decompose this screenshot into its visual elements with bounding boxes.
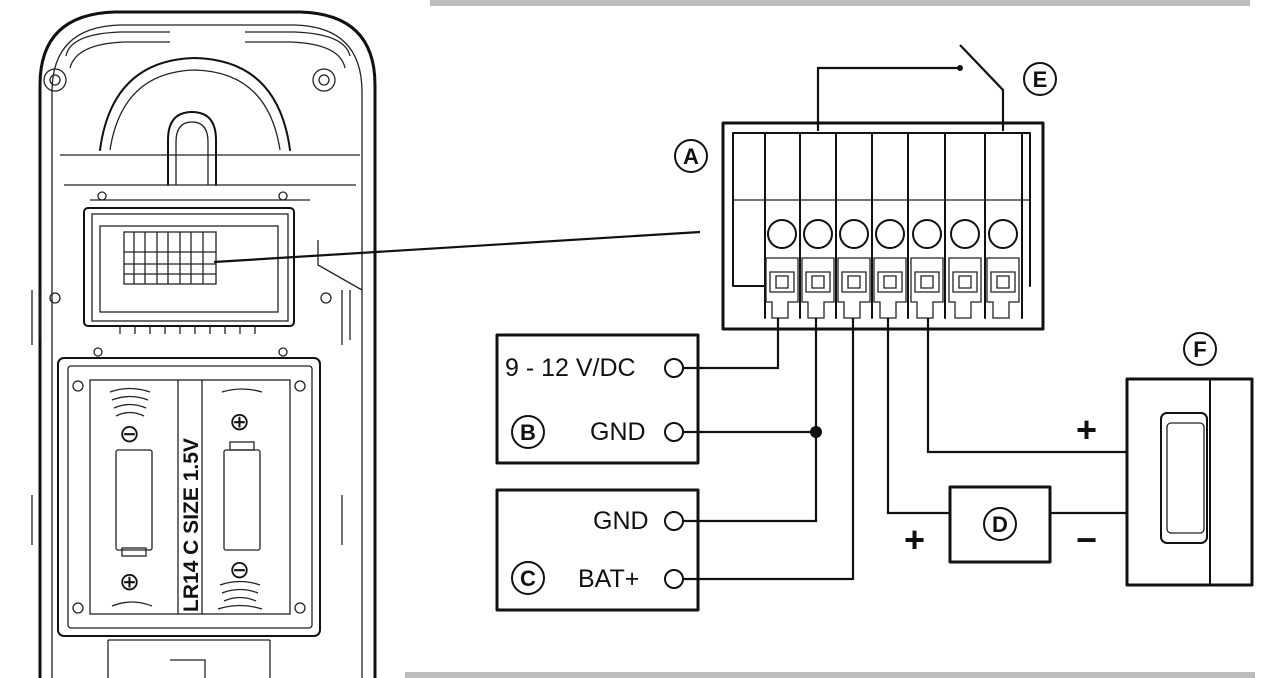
lock-plus-sign: + — [1076, 409, 1097, 450]
terminal-screw — [988, 219, 1018, 249]
device-back-panel: ⊖ ⊕ ⊕ ⊖ LR14 C SIZE 1.5V — [31, 10, 377, 678]
terminal-screw — [839, 219, 869, 249]
box-b-gnd-label: GND — [590, 418, 646, 446]
svg-text:D: D — [992, 512, 1008, 537]
terminal-clamp — [801, 257, 835, 319]
box-d-plus-sign: + — [904, 519, 925, 560]
wires — [683, 318, 1127, 581]
battery-minus-top-sign: ⊖ — [119, 420, 140, 448]
component-box-d: D + − — [904, 485, 1097, 564]
terminal-screw — [950, 219, 980, 249]
callout-c: C — [511, 561, 545, 595]
voltage-label: 9 - 12 V/DC — [505, 354, 636, 382]
battery-plus-top-sign: ⊕ — [229, 408, 250, 436]
switch-e — [816, 44, 1005, 131]
power-supply-box-b: 9 - 12 V/DC GND B — [495, 333, 700, 465]
battery-size-marking: LR14 C SIZE 1.5V — [180, 438, 203, 612]
mini-terminal-block — [123, 231, 217, 285]
battery-plus-bottom-sign: ⊕ — [119, 568, 140, 596]
svg-text:F: F — [1193, 337, 1206, 362]
callout-b: B — [511, 415, 545, 449]
box-c-gnd-label: GND — [593, 507, 649, 535]
terminal-screw — [803, 219, 833, 249]
cropped-text-bottom — [405, 672, 1255, 678]
terminal-clamp — [948, 257, 982, 319]
callout-e: E — [1023, 62, 1057, 96]
terminal-screw — [912, 219, 942, 249]
svg-text:E: E — [1033, 67, 1048, 92]
bat-plus-label: BAT+ — [578, 565, 639, 593]
terminal-screw — [875, 219, 905, 249]
svg-text:C: C — [520, 566, 536, 591]
terminal-screw — [767, 219, 797, 249]
svg-text:B: B — [520, 420, 536, 445]
svg-text:A: A — [683, 144, 699, 169]
terminal-clamp — [986, 257, 1020, 319]
callout-f: F — [1183, 332, 1217, 366]
terminal-clamp — [873, 257, 907, 319]
junction-dot — [810, 426, 822, 438]
leader-line — [213, 230, 701, 264]
lock-f: + — [1076, 377, 1254, 587]
battery-minus-bottom-sign: ⊖ — [229, 556, 250, 584]
battery-box-c: GND BAT+ C — [495, 488, 700, 612]
cropped-text-top — [430, 0, 1250, 6]
terminal-block-a — [721, 121, 1045, 331]
terminal-clamp — [765, 257, 799, 319]
box-d-minus-sign: − — [1076, 519, 1097, 560]
callout-a: A — [674, 139, 708, 173]
terminal-clamp — [837, 257, 871, 319]
terminal-clamp — [910, 257, 944, 319]
